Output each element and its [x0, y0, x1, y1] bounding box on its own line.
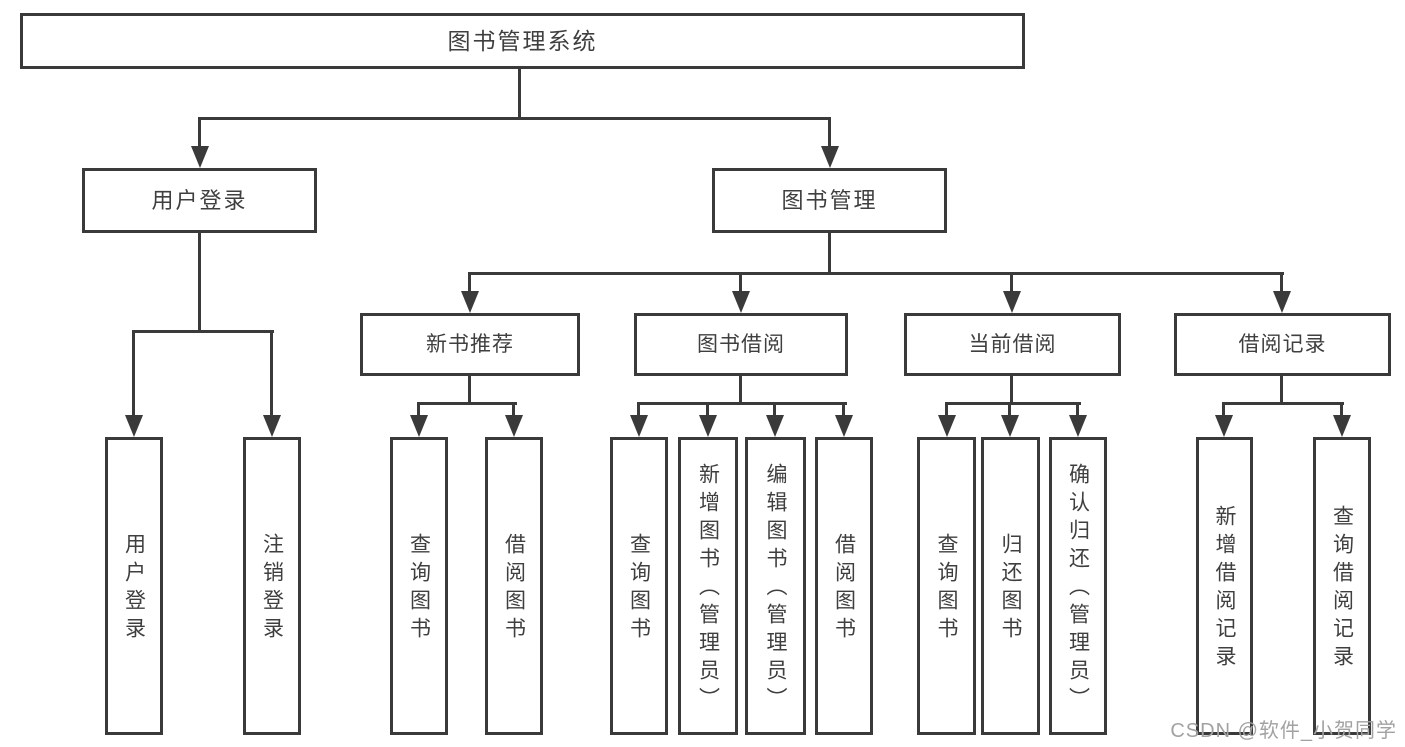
- connector-line: [945, 402, 1081, 405]
- arrowhead-down-icon: [699, 415, 717, 437]
- node-book-borrow: 图书借阅: [634, 313, 848, 376]
- node-login-leaf: 用户登录: [105, 437, 163, 735]
- arrowhead-down-icon: [732, 291, 750, 313]
- connector-line: [706, 402, 709, 418]
- node-current-borrow: 当前借阅: [904, 313, 1121, 376]
- node-book-mgmt: 图书管理: [712, 168, 947, 233]
- node-user-login: 用户登录: [82, 168, 317, 233]
- connector-line: [739, 376, 742, 405]
- connector-line: [842, 402, 845, 418]
- arrowhead-down-icon: [1001, 415, 1019, 437]
- arrowhead-down-icon: [1003, 291, 1021, 313]
- connector-line: [468, 272, 1284, 275]
- connector-line: [1222, 402, 1344, 405]
- node-bb-borrow: 借阅图书: [815, 437, 873, 735]
- arrowhead-down-icon: [1273, 291, 1291, 313]
- connector-line: [637, 402, 640, 418]
- connector-line: [1222, 402, 1225, 418]
- node-cb-confirm: 确认归还（管理员）: [1049, 437, 1107, 735]
- arrowhead-down-icon: [505, 415, 523, 437]
- connector-line: [637, 402, 847, 405]
- connector-line: [417, 402, 420, 418]
- connector-line: [468, 376, 471, 405]
- node-bb-add: 新增图书（管理员）: [678, 437, 738, 735]
- connector-line: [417, 402, 517, 405]
- arrowhead-down-icon: [125, 415, 143, 437]
- connector-line: [828, 117, 831, 150]
- arrowhead-down-icon: [1215, 415, 1233, 437]
- connector-line: [773, 402, 776, 418]
- arrowhead-down-icon: [938, 415, 956, 437]
- arrowhead-down-icon: [461, 291, 479, 313]
- connector-line: [518, 68, 521, 120]
- arrowhead-down-icon: [1069, 415, 1087, 437]
- arrowhead-down-icon: [1333, 415, 1351, 437]
- connector-line: [1010, 376, 1013, 405]
- connector-line: [1010, 272, 1013, 297]
- arrowhead-down-icon: [835, 415, 853, 437]
- connector-line: [198, 233, 201, 333]
- arrowhead-down-icon: [410, 415, 428, 437]
- connector-line: [1280, 376, 1283, 405]
- node-cb-query: 查询图书: [917, 437, 976, 735]
- connector-line: [828, 233, 831, 275]
- connector-line: [198, 117, 831, 120]
- arrowhead-down-icon: [821, 146, 839, 168]
- connector-line: [1280, 272, 1283, 297]
- node-br-query: 查询借阅记录: [1313, 437, 1371, 735]
- node-logout-leaf: 注销登录: [243, 437, 301, 735]
- node-br-add: 新增借阅记录: [1196, 437, 1253, 735]
- connector-line: [1008, 402, 1011, 418]
- node-bb-edit: 编辑图书（管理员）: [745, 437, 806, 735]
- node-cb-return: 归还图书: [981, 437, 1040, 735]
- node-new-book-rec: 新书推荐: [360, 313, 580, 376]
- node-bb-query: 查询图书: [610, 437, 668, 735]
- node-root: 图书管理系统: [20, 13, 1025, 69]
- connector-line: [132, 330, 135, 418]
- connector-line: [512, 402, 515, 418]
- connector-line: [1076, 402, 1079, 418]
- connector-line: [270, 330, 273, 418]
- arrowhead-down-icon: [263, 415, 281, 437]
- connector-line: [468, 272, 471, 297]
- node-nbr-query: 查询图书: [390, 437, 448, 735]
- connector-line: [198, 117, 201, 150]
- connector-line: [945, 402, 948, 418]
- connector-line: [1340, 402, 1343, 418]
- connector-line: [739, 272, 742, 297]
- csdn-watermark: CSDN @软件_小贺同学: [1170, 720, 1397, 742]
- node-borrow-records: 借阅记录: [1174, 313, 1391, 376]
- arrowhead-down-icon: [630, 415, 648, 437]
- connector-line: [132, 330, 274, 333]
- arrowhead-down-icon: [191, 146, 209, 168]
- arrowhead-down-icon: [766, 415, 784, 437]
- node-nbr-borrow: 借阅图书: [485, 437, 543, 735]
